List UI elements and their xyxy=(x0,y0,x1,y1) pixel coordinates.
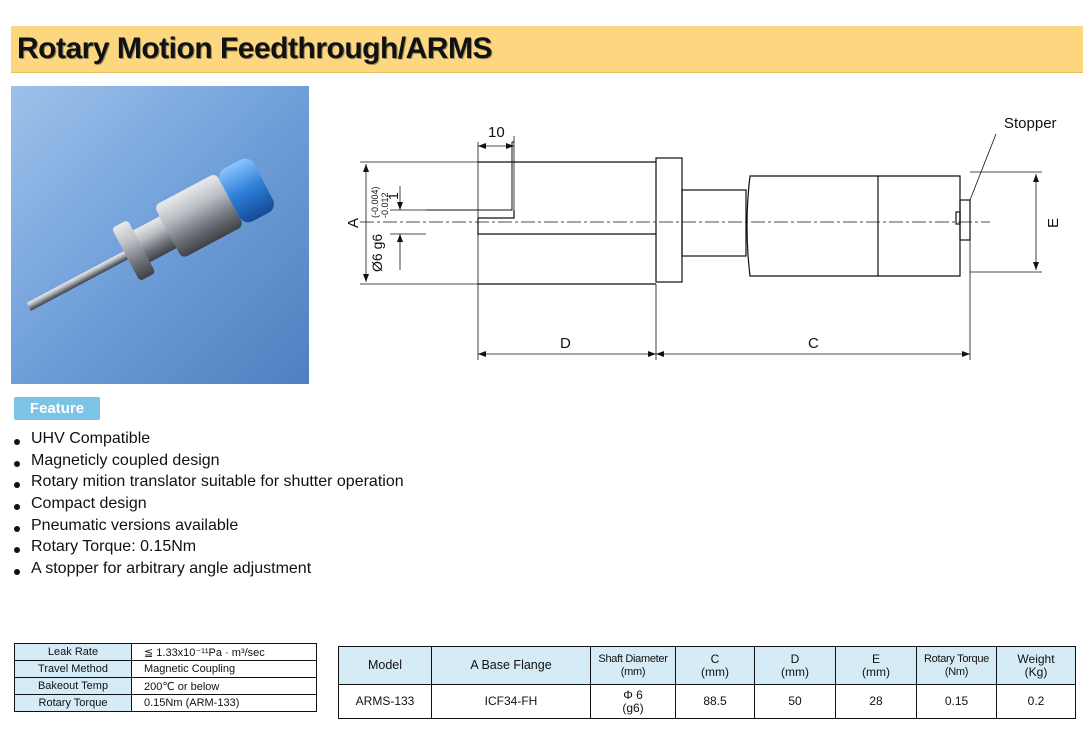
cell-torque: 0.15 xyxy=(916,684,997,719)
main-body xyxy=(746,175,961,277)
cell-flange: ICF34-FH xyxy=(431,684,591,719)
cell-c: 88.5 xyxy=(675,684,755,719)
cell-d: 50 xyxy=(754,684,836,719)
spec-value: Magnetic Coupling xyxy=(131,660,317,678)
spec-label: Leak Rate xyxy=(14,643,132,661)
spec-value: ≦ 1.33x10⁻¹¹Pa · m³/sec xyxy=(131,643,317,661)
feature-item: A stopper for arbitrary angle adjustment xyxy=(12,558,404,580)
feature-list: UHV Compatible Magneticly coupled design… xyxy=(12,428,404,580)
technical-drawing: 10 Stopper D C A E 1 Ø6 g6 (-0.004) -0.0… xyxy=(345,115,1062,360)
header-torque: Rotary Torque (Nm) xyxy=(916,646,997,685)
header-d-line1: D xyxy=(790,651,800,666)
spec-row: Travel Method Magnetic Coupling xyxy=(14,660,317,678)
header-flange: A Base Flange xyxy=(431,646,591,685)
cell-e: 28 xyxy=(835,684,917,719)
spec-value: 200℃ or below xyxy=(131,677,317,695)
stopper-label: Stopper xyxy=(1004,115,1057,132)
product-photo-image xyxy=(11,86,309,384)
header-shaft-line1: Shaft Diameter xyxy=(598,652,668,665)
dim-a-label: A xyxy=(345,218,362,228)
dim-e-label: E xyxy=(1045,218,1062,228)
header-d: D (mm) xyxy=(754,646,836,685)
stopper xyxy=(959,199,971,241)
header-shaft: Shaft Diameter (mm) xyxy=(590,646,676,685)
cell-shaft-line2: (g6) xyxy=(622,700,644,715)
spec-row: Rotary Torque 0.15Nm (ARM-133) xyxy=(14,694,317,712)
feature-tag: Feature xyxy=(14,397,100,420)
feature-item: Compact design xyxy=(12,493,404,515)
feature-item: Pneumatic versions available xyxy=(12,515,404,537)
dim-d-label: D xyxy=(560,335,571,352)
spec-value: 0.15Nm (ARM-133) xyxy=(131,694,317,712)
header-model: Model xyxy=(338,646,432,685)
header-weight: Weight (Kg) xyxy=(996,646,1076,685)
spec-label: Travel Method xyxy=(14,660,132,678)
spec-table: Leak Rate ≦ 1.33x10⁻¹¹Pa · m³/sec Travel… xyxy=(14,643,317,712)
spec-row: Leak Rate ≦ 1.33x10⁻¹¹Pa · m³/sec xyxy=(14,643,317,661)
cell-shaft: Φ 6 (g6) xyxy=(590,684,676,719)
header-shaft-line2: (mm) xyxy=(620,665,646,678)
header-e-line2: (mm) xyxy=(862,664,890,679)
header-weight-line1: Weight xyxy=(1017,651,1055,666)
spec-row: Bakeout Temp 200℃ or below xyxy=(14,677,317,695)
shaft-diameter-label: Ø6 g6 xyxy=(369,234,385,272)
tolerance-lower: -0.012 xyxy=(380,192,390,218)
header-e-line1: E xyxy=(871,651,880,666)
dim-10-label: 10 xyxy=(488,124,505,141)
flange xyxy=(655,157,683,283)
model-table: Model A Base Flange Shaft Diameter (mm) … xyxy=(338,646,1076,719)
header-c-line2: (mm) xyxy=(701,664,729,679)
spec-label: Rotary Torque xyxy=(14,694,132,712)
feature-item: Magneticly coupled design xyxy=(12,450,404,472)
header-c: C (mm) xyxy=(675,646,755,685)
header-weight-line2: (Kg) xyxy=(1024,664,1048,679)
dim-c-label: C xyxy=(808,335,819,352)
header-e: E (mm) xyxy=(835,646,917,685)
neck xyxy=(681,189,747,257)
feature-item: UHV Compatible xyxy=(12,428,404,450)
header-d-line2: (mm) xyxy=(781,664,809,679)
cell-shaft-line1: Φ 6 xyxy=(623,687,643,702)
model-table-header: Model A Base Flange Shaft Diameter (mm) … xyxy=(338,646,1076,685)
title-bar: Rotary Motion Feedthrough/ARMS xyxy=(11,26,1083,73)
feature-item: Rotary Torque: 0.15Nm xyxy=(12,536,404,558)
page-title: Rotary Motion Feedthrough/ARMS xyxy=(17,32,492,65)
cell-model: ARMS-133 xyxy=(338,684,432,719)
header-torque-line1: Rotary Torque xyxy=(924,652,989,665)
spec-label: Bakeout Temp xyxy=(14,677,132,695)
tolerance-upper: (-0.004) xyxy=(370,186,380,218)
product-photo xyxy=(11,86,309,384)
header-c-line1: C xyxy=(710,651,720,666)
header-torque-line2: (Nm) xyxy=(944,665,969,678)
feature-item: Rotary mition translator suitable for sh… xyxy=(12,471,404,493)
cell-weight: 0.2 xyxy=(996,684,1076,719)
model-table-row: ARMS-133 ICF34-FH Φ 6 (g6) 88.5 50 28 0.… xyxy=(338,684,1076,719)
dim-1-label: 1 xyxy=(385,192,401,200)
